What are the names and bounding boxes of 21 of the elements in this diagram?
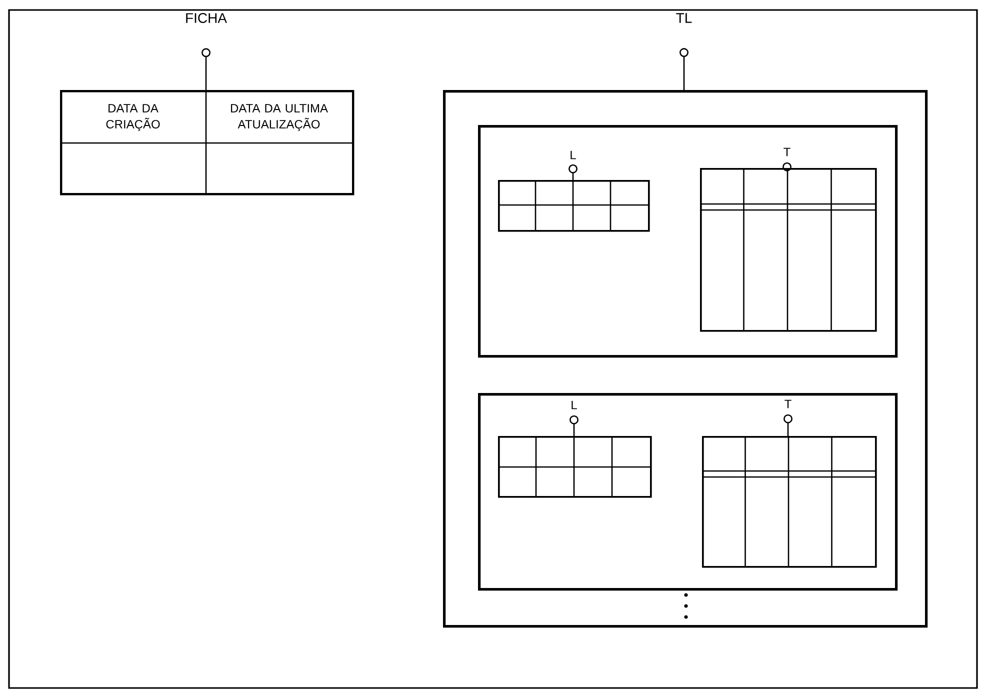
column-header: DATA DA ULTIMA ATUALIZAÇÃO [231,104,328,131]
pin-connector [568,164,578,180]
pin-label: L [572,400,577,410]
pin-label: FICHA [186,13,227,23]
pin-label: T [784,400,792,408]
grid-table [498,180,650,232]
column-header: DATA DA CRIAÇÃO [106,104,160,131]
pin-connector [202,48,211,90]
grid-table [498,436,652,498]
column-table [702,436,877,568]
column-table [700,168,877,332]
frame [478,393,898,591]
pin-label: T [784,148,790,156]
pin-connector [680,48,688,90]
pin-connector [570,415,578,436]
pin-label: TL [676,13,692,23]
pin-connector [782,162,792,172]
frame [443,90,928,628]
pin-label: L [570,150,576,160]
frame [478,125,898,358]
pin-connector [784,414,792,436]
